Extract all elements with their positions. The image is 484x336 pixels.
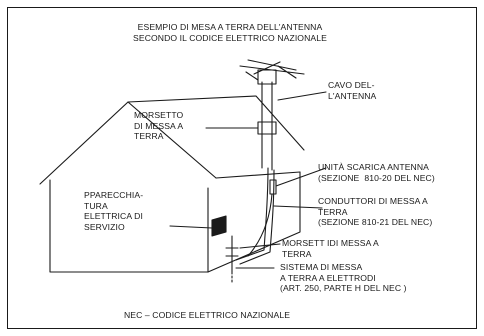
- label-grounding-conductors: CONDUTTORI DI MESSA A TERRA (SEZIONE 810…: [318, 196, 433, 227]
- leader-ground-clamps: [239, 243, 281, 249]
- leader-discharge: [275, 167, 327, 187]
- leader-service: [169, 225, 213, 229]
- house-front-wall: [49, 179, 209, 273]
- label-electrode-system: SISTEMA DI MESSA A TERRA A ELETTRODI (AR…: [280, 262, 407, 293]
- footer-note: NEC – CODICE ELETTRICO NAZIONALE: [124, 310, 291, 320]
- leader-cable: [277, 91, 327, 101]
- house-roof-ridge: [127, 95, 305, 151]
- antenna-top: [257, 69, 277, 85]
- diagram-frame: [7, 7, 477, 329]
- diagram-title: ESEMPIO DI MESA A TERRA DELL'ANTENNA SEC…: [133, 22, 327, 43]
- house-roof-eave: [215, 171, 301, 179]
- label-ground-clamp: MORSETTO DI MESSA A TERRA: [134, 110, 184, 141]
- label-antenna-cable: CAVO DEL- L'ANTENNA: [328, 80, 377, 101]
- label-service-equipment: PPARECCHIA- TURA ELETTRICA DI SERVIZIO: [84, 190, 144, 232]
- antenna-mast: [261, 81, 273, 171]
- house-roof-left: [39, 101, 217, 185]
- mast-clamp: [257, 121, 277, 135]
- leader-conductors: [273, 205, 323, 209]
- ground-electrode: [225, 235, 239, 273]
- grounding-conductor: [247, 193, 273, 257]
- service-equipment-box: [211, 215, 227, 237]
- label-ground-clamps: MORSETT IDI MESSA A TERRA: [282, 238, 379, 259]
- antenna-lead-in: [235, 167, 269, 261]
- label-discharge-unit: UNITÀ SCARICA ANTENNA (SEZIONE 810-20 DE…: [318, 162, 435, 183]
- discharge-unit: [269, 179, 277, 195]
